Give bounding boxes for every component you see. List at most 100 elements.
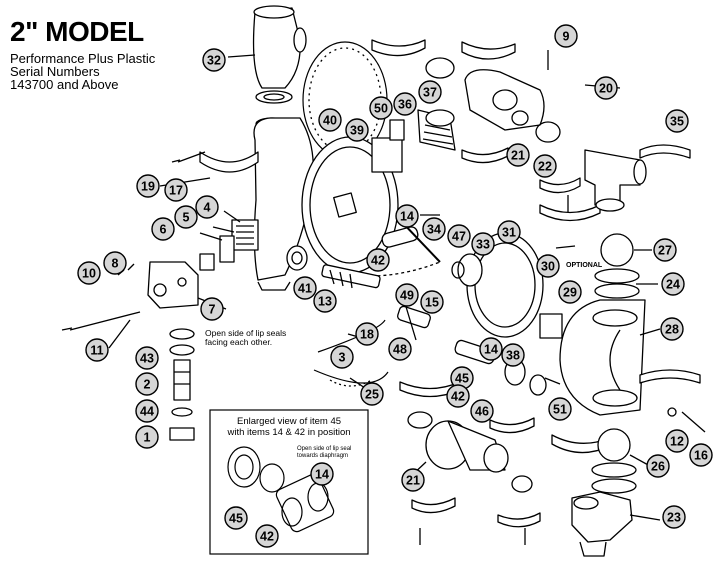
callout-number: 37 [423, 86, 437, 100]
callout-circle [660, 317, 684, 341]
callout-4: 4 [195, 195, 219, 219]
callout-circle [195, 195, 219, 219]
callout-40: 40 [318, 108, 342, 132]
callout-20: 20 [594, 76, 618, 100]
callout-36: 36 [393, 92, 417, 116]
callout-number: 29 [563, 286, 577, 300]
callout-38: 38 [501, 343, 525, 367]
callout-circle [330, 345, 354, 369]
callout-circle [85, 338, 109, 362]
callout-circle [418, 80, 442, 104]
callout-number: 48 [393, 343, 407, 357]
lip-seal-note-1: Open side of lip seals [205, 328, 287, 338]
callout-number: 24 [666, 278, 680, 292]
callout-circle [360, 382, 384, 406]
callout-circle [471, 232, 495, 256]
subtitle-line-3: 143700 and Above [10, 77, 119, 92]
callout-number: 5 [183, 211, 190, 225]
callout-10: 10 [77, 261, 101, 285]
callout-number: 31 [502, 226, 516, 240]
callout-number: 25 [365, 388, 379, 402]
callout-35: 35 [665, 109, 689, 133]
callout-circle [554, 24, 578, 48]
part-outer-chamber-right [559, 299, 646, 416]
inset-caption: Enlarged view of item 45 with items 14 &… [214, 416, 364, 438]
inset-lip-note: Open side of lip seal towards diaphragm [297, 446, 351, 460]
inset-caption-line-2: with items 14 & 42 in position [227, 427, 351, 438]
callout-number: 32 [207, 54, 221, 68]
callout-number: 33 [476, 238, 490, 252]
callout-circle [200, 297, 224, 321]
callout-number: 35 [670, 115, 684, 129]
callout-number: 41 [298, 282, 312, 296]
callout-7: 7 [200, 297, 224, 321]
callout-number: 9 [563, 30, 570, 44]
callout-number: 38 [506, 349, 520, 363]
inset-caption-line-1: Enlarged view of item 45 [236, 416, 342, 427]
callout-circle [497, 220, 521, 244]
subtitle-line-1: Performance Plus Plastic [10, 51, 156, 66]
callout-15: 15 [420, 290, 444, 314]
callout-circle [689, 443, 713, 467]
callout-3: 3 [330, 345, 354, 369]
callout-number: 44 [140, 405, 154, 419]
part-elbow-bottom [571, 491, 633, 557]
callout-number: 50 [374, 102, 388, 116]
callout-circle [665, 109, 689, 133]
callout-number: 2 [144, 378, 151, 392]
callout-9: 9 [554, 24, 578, 48]
callout-circle [318, 108, 342, 132]
callout-42: 42 [446, 384, 470, 408]
callout-circle [393, 92, 417, 116]
callout-14: 14 [310, 462, 334, 486]
callout-circle [310, 462, 334, 486]
callout-33: 33 [471, 232, 495, 256]
page-title: 2" MODEL [10, 16, 144, 47]
part-muffler [417, 109, 456, 151]
callout-circle [355, 322, 379, 346]
callout-28: 28 [660, 317, 684, 341]
callout-number: 21 [511, 149, 525, 163]
callout-44: 44 [135, 399, 159, 423]
callout-1: 1 [135, 425, 159, 449]
callout-number: 16 [694, 449, 708, 463]
callout-19: 19 [136, 174, 160, 198]
callout-51: 51 [548, 397, 572, 421]
inset-lip-note-1: Open side of lip seal [297, 446, 352, 452]
callout-number: 23 [667, 511, 681, 525]
callout-21: 21 [506, 143, 530, 167]
callout-number: 42 [260, 530, 274, 544]
callout-number: 42 [451, 390, 465, 404]
callout-number: 45 [229, 512, 243, 526]
callout-number: 36 [398, 98, 412, 112]
callout-circle [135, 399, 159, 423]
callout-number: 30 [541, 260, 555, 274]
callout-circle [395, 204, 419, 228]
callout-number: 17 [169, 184, 183, 198]
callout-circle [135, 372, 159, 396]
callout-circle [401, 468, 425, 492]
callout-circle [293, 276, 317, 300]
callout-number: 15 [425, 296, 439, 310]
callout-6: 6 [151, 217, 175, 241]
callout-circle [506, 143, 530, 167]
lip-seal-note-2: facing each other. [205, 337, 273, 347]
callout-number: 14 [315, 468, 329, 482]
callout-42: 42 [255, 524, 279, 548]
callout-circle [548, 397, 572, 421]
callout-circle [662, 505, 686, 529]
callout-number: 20 [599, 82, 613, 96]
callout-11: 11 [85, 338, 109, 362]
callout-circle [174, 205, 198, 229]
callout-14: 14 [395, 204, 419, 228]
callout-circle [558, 280, 582, 304]
inset-lip-note-2: towards diaphragm [297, 453, 349, 459]
callout-circle [345, 118, 369, 142]
callout-12: 12 [665, 429, 689, 453]
callout-circle [661, 272, 685, 296]
callout-circle [388, 337, 412, 361]
callout-circle [594, 76, 618, 100]
callout-number: 3 [339, 351, 346, 365]
